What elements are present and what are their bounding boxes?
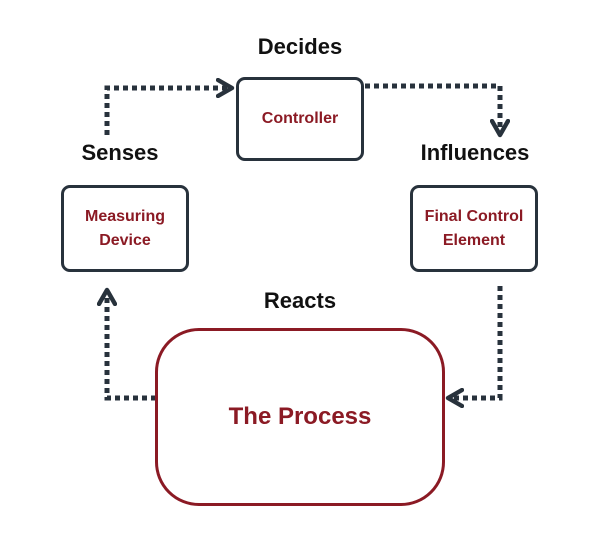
stage-label-decides: Decides: [257, 34, 343, 59]
controller-box: Controller: [236, 77, 364, 161]
arrow-measuring-to-controller: [104, 88, 232, 135]
stage-label-reacts: Reacts: [263, 288, 337, 313]
arrow-controller-to-final-element: [365, 83, 500, 135]
process-box: The Process: [155, 328, 445, 506]
arrow-process-to-measuring: [107, 290, 156, 401]
controller-label: Controller: [261, 110, 339, 127]
process-label: The Process: [228, 403, 372, 430]
final-control-element-box: Final Control Element: [410, 185, 538, 272]
measuring-device-label: Measuring Device: [84, 207, 165, 249]
arrow-final-element-to-process: [448, 286, 503, 398]
stage-label-senses: Senses: [81, 140, 159, 165]
final-control-element-label: Final Control Element: [424, 207, 524, 249]
stage-label-influences: Influences: [420, 140, 530, 165]
measuring-device-box: Measuring Device: [61, 185, 189, 272]
